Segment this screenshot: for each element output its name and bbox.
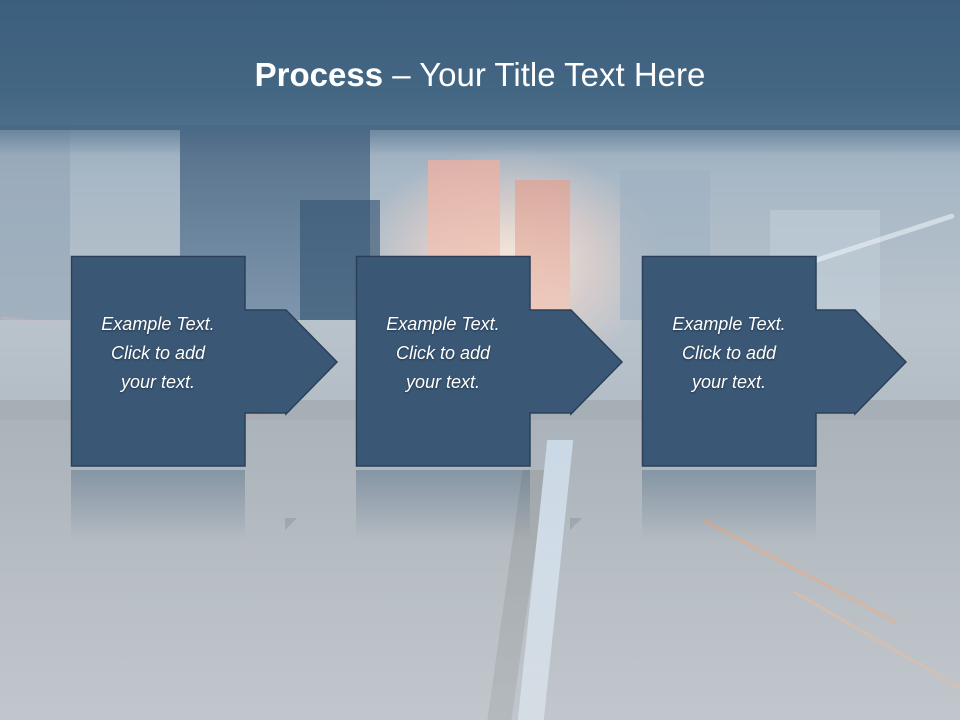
step-text-line: Click to add — [110, 343, 206, 363]
step-text[interactable]: Example Text. Click to add your text. — [642, 310, 816, 397]
step-text-line: your text. — [405, 372, 481, 392]
arrow-reflection — [285, 518, 297, 530]
arrow-box-shape — [355, 255, 624, 467]
slide-title[interactable]: Process – Your Title Text Here — [0, 52, 960, 98]
step-text-line: Example Text. — [386, 314, 500, 334]
step-text-line: Example Text. — [672, 314, 786, 334]
arrow-reflection — [570, 518, 582, 530]
step-text[interactable]: Example Text. Click to add your text. — [71, 310, 245, 397]
background-fog — [0, 420, 960, 720]
step-reflection — [356, 470, 530, 540]
process-step-1[interactable]: Example Text. Click to add your text. — [70, 255, 341, 540]
arrow-box-shape — [70, 255, 339, 467]
step-text[interactable]: Example Text. Click to add your text. — [356, 310, 530, 397]
arrow-box-shape — [641, 255, 908, 467]
step-text-line: your text. — [691, 372, 767, 392]
process-step-3[interactable]: Example Text. Click to add your text. — [641, 255, 912, 540]
title-rest: – Your Title Text Here — [383, 56, 706, 93]
step-text-line: your text. — [120, 372, 196, 392]
title-bar-fade — [0, 125, 960, 155]
step-text-line: Click to add — [395, 343, 491, 363]
step-text-line: Click to add — [681, 343, 777, 363]
process-step-2[interactable]: Example Text. Click to add your text. — [355, 255, 626, 540]
step-text-line: Example Text. — [101, 314, 215, 334]
title-bold-part: Process — [254, 56, 384, 93]
title-bar — [0, 0, 960, 130]
step-reflection — [642, 470, 816, 540]
step-reflection — [71, 470, 245, 540]
